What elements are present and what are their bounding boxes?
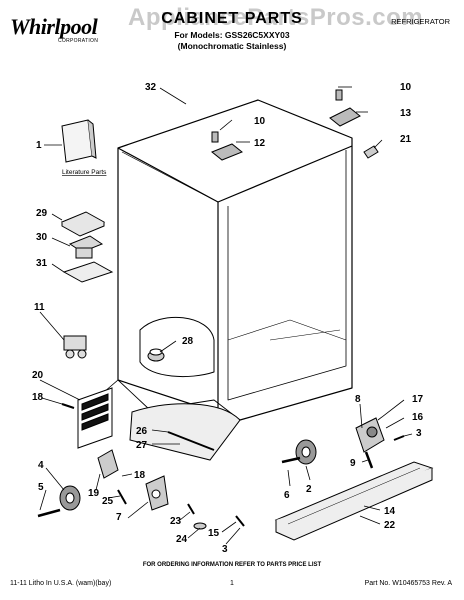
callout-18-lower: 18	[134, 470, 146, 481]
callout-3-right: 3	[416, 428, 422, 439]
ordering-note: FOR ORDERING INFORMATION REFER TO PARTS …	[142, 562, 322, 568]
callout-32: 32	[145, 82, 157, 93]
top-hinge-left	[211, 131, 243, 161]
callout-30: 30	[36, 232, 48, 243]
callout-20: 20	[32, 370, 44, 381]
callout-8: 8	[355, 394, 361, 405]
bolt-5	[37, 508, 61, 518]
compressor-cutout	[139, 316, 215, 378]
callout-23: 23	[170, 516, 182, 527]
control-part-30	[68, 235, 104, 259]
callout-9: 9	[350, 458, 356, 469]
callout-10-mid: 10	[254, 116, 266, 127]
callout-2: 2	[306, 484, 312, 495]
callout-21: 21	[400, 134, 412, 145]
callout-12: 12	[254, 138, 266, 149]
screw-23	[187, 503, 195, 515]
footer-part-no: Part No. W10465753 Rev. A	[364, 580, 452, 587]
model-line: For Models: GSS26C5XXY03	[174, 30, 290, 40]
callout-19: 19	[88, 488, 100, 499]
callout-3-bottom: 3	[222, 544, 228, 555]
roller-2	[295, 439, 317, 465]
callout-28: 28	[182, 336, 194, 347]
clip-21	[363, 145, 379, 159]
footer-page: 1	[230, 580, 234, 587]
brand-logo-sub: CORPORATION	[58, 38, 99, 44]
callout-11: 11	[34, 302, 45, 313]
control-part-29	[60, 211, 106, 237]
footer-litho: 11-11 Litho In U.S.A. (wam)(bay)	[10, 580, 112, 587]
toe-bracket	[129, 403, 241, 461]
bracket-8	[355, 417, 385, 453]
callout-10-top-right: 10	[400, 82, 412, 93]
literature-label: Literature Parts	[62, 169, 107, 176]
callout-22: 22	[384, 520, 396, 531]
screw-25	[117, 489, 127, 505]
category-label: REFRIGERATOR	[391, 17, 450, 26]
callout-1: 1	[36, 140, 42, 151]
bracket-19	[97, 449, 119, 479]
brand-logo: Whirlpool	[10, 14, 98, 39]
callout-7: 7	[116, 512, 122, 523]
bolt-6	[281, 456, 301, 464]
callout-25: 25	[102, 496, 114, 507]
callout-27: 27	[136, 440, 148, 451]
rear-grille	[77, 387, 113, 449]
variant-line: (Monochromatic Stainless)	[177, 41, 287, 51]
base-rail	[274, 461, 434, 541]
callout-4: 4	[38, 460, 44, 471]
callout-24: 24	[176, 534, 188, 545]
roller-4	[59, 485, 81, 511]
pin-9	[364, 451, 374, 469]
nut-24	[193, 522, 207, 530]
callout-17: 17	[412, 394, 424, 405]
page-title: CABINET PARTS	[161, 10, 303, 27]
screw-18	[61, 403, 75, 409]
watermark: AppliancePartsPros.com	[128, 4, 424, 31]
callout-13: 13	[400, 108, 412, 119]
water-valve	[63, 335, 87, 359]
callout-31: 31	[36, 258, 48, 269]
control-board-31	[62, 261, 114, 283]
callout-18-left: 18	[32, 392, 44, 403]
callout-6: 6	[284, 490, 290, 501]
top-hinge-right	[329, 89, 361, 127]
screw-15	[235, 515, 245, 527]
callout-26: 26	[136, 426, 148, 437]
bracket-7	[145, 475, 169, 511]
callout-14: 14	[384, 506, 396, 517]
literature-parts	[61, 119, 97, 163]
screw-3	[393, 435, 405, 441]
grommet-28	[147, 348, 165, 362]
callout-5: 5	[38, 482, 44, 493]
callout-16: 16	[412, 412, 424, 423]
callout-15: 15	[208, 528, 220, 539]
callout-29: 29	[36, 208, 48, 219]
